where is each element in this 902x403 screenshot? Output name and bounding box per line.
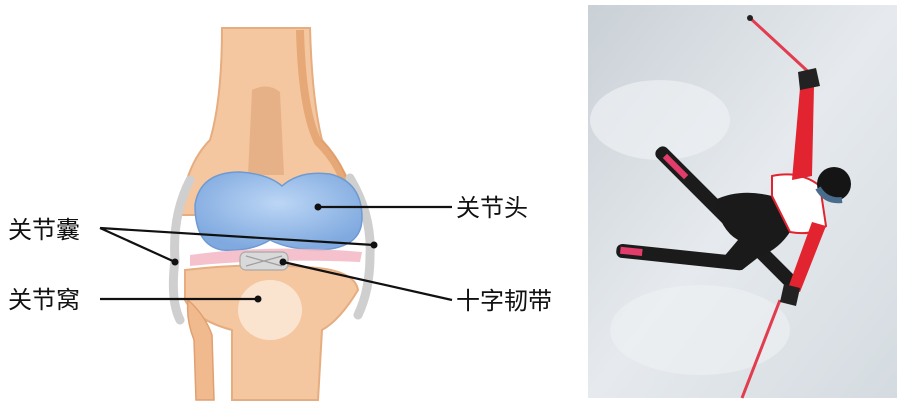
label-joint-head: 关节头 [456,194,528,222]
tibia-highlight [238,280,302,340]
leader-dot-socket [255,296,262,303]
cloud [610,285,790,375]
label-joint-socket: 关节窝 [8,286,80,314]
skier-photo [588,5,897,398]
leader-dot-head [315,204,322,211]
leader-dot-capsule-right [371,242,378,249]
leader-dot-ligament [280,259,287,266]
label-joint-capsule: 关节囊 [8,216,80,244]
ski-pole-tip [747,15,753,21]
leader-dot-capsule-left [172,259,179,266]
label-cruciate-ligament: 十字韧带 [456,287,552,315]
leader-line-capsule-left [100,228,175,262]
femur-shade [248,86,284,175]
knee-joint-diagram [173,28,370,400]
